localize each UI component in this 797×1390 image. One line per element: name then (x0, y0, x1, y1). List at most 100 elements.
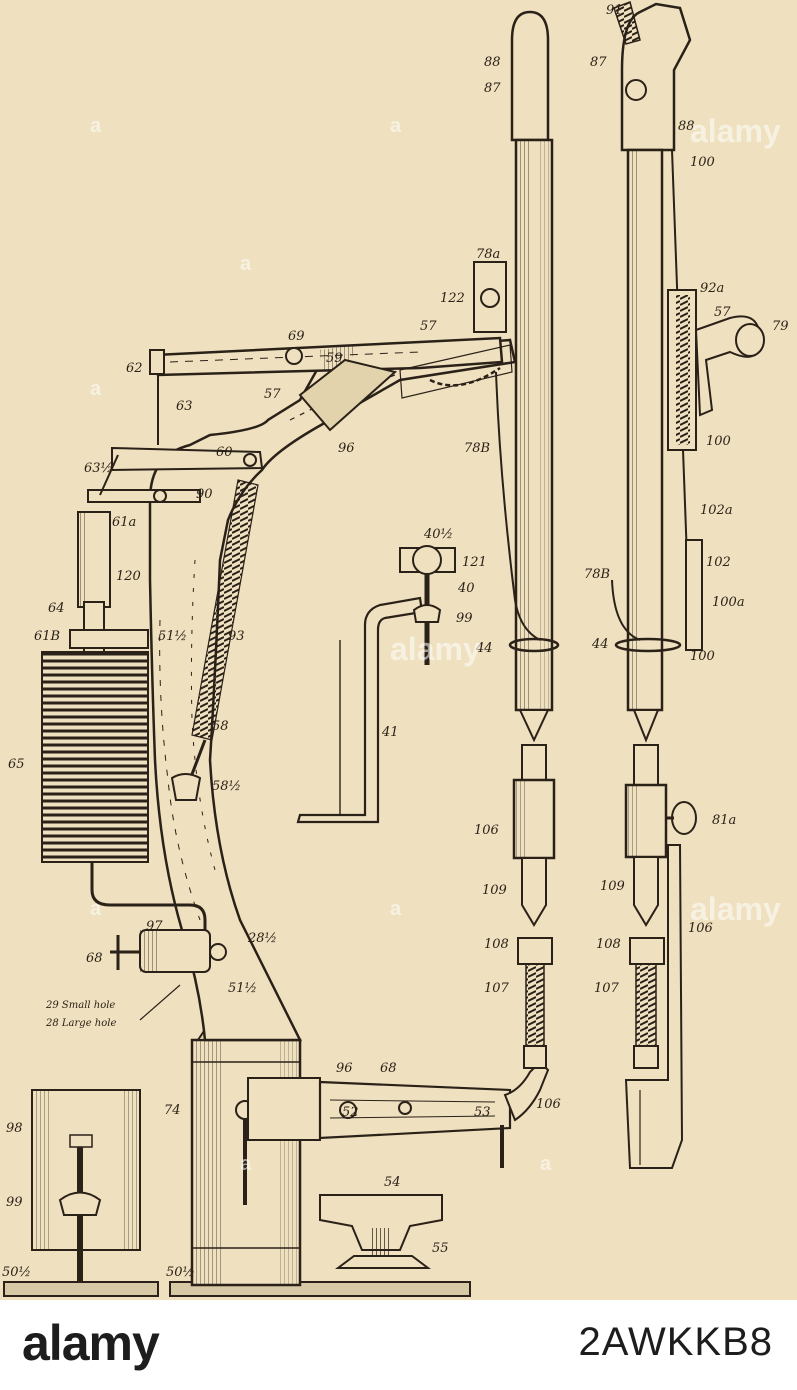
brand-logo: alamy (22, 1315, 160, 1371)
label-93: 93 (228, 629, 245, 644)
label-96: 96 (338, 441, 355, 456)
watermark-alamy-2: alamy (390, 631, 481, 667)
label-87-right: 87 (590, 55, 607, 70)
label-52: 52 (342, 1105, 359, 1120)
label-121: 121 (462, 555, 487, 570)
label-91: 91 (606, 3, 623, 18)
label-57: 57 (420, 319, 437, 334)
label-51h: 51½ (158, 629, 187, 644)
label-87: 87 (484, 81, 501, 96)
detail-inset (3, 1089, 159, 1297)
label-62: 62 (126, 361, 143, 376)
label-99: 99 (456, 611, 473, 626)
link-63 (87, 446, 264, 503)
label-28h: 28½ (247, 931, 277, 946)
label-88-right: 88 (678, 119, 695, 134)
spring-93 (170, 479, 259, 801)
label-44-right: 44 (591, 637, 609, 652)
label-63h: 63½ (84, 461, 113, 476)
engraving-plate: 91 87 88 100 92a 57 79 100 102a 102 100a… (0, 0, 797, 1300)
column-base (169, 1020, 471, 1297)
label-28-large-hole: 28 Large hole (45, 1018, 116, 1029)
label-68b: 68 (380, 1061, 397, 1076)
label-78b-right: 78B (584, 567, 610, 582)
label-64: 64 (48, 601, 65, 616)
label-40h: 40½ (423, 527, 453, 542)
label-57b: 57 (264, 387, 281, 402)
label-106-right: 106 (688, 921, 713, 936)
watermark-a-2: a (390, 115, 402, 137)
label-50h-right: 50½ (166, 1265, 195, 1280)
label-61b: 61B (34, 629, 60, 644)
label-100-top: 100 (690, 155, 715, 170)
label-107: 107 (484, 981, 510, 996)
watermark-a-4: a (240, 253, 252, 275)
label-78b: 78B (464, 441, 490, 456)
label-55: 55 (432, 1241, 449, 1256)
watermark-alamy-3: alamy (690, 891, 781, 927)
machine-drawing: 91 87 88 100 92a 57 79 100 102a 102 100a… (2, 1, 789, 1297)
label-96b: 96 (336, 1061, 353, 1076)
label-65: 65 (8, 757, 25, 772)
label-106b: 106 (536, 1097, 561, 1112)
label-107-right: 107 (594, 981, 620, 996)
label-58h: 58½ (212, 779, 241, 794)
label-81a: 81a (712, 813, 736, 828)
watermark-a-6: a (90, 898, 102, 920)
label-69: 69 (288, 329, 305, 344)
stock-footer: alamy 2AWKKB8 (0, 1300, 797, 1390)
label-60: 60 (216, 445, 233, 460)
label-100a: 100a (712, 595, 745, 610)
label-102: 102 (706, 555, 731, 570)
label-109-right: 109 (600, 879, 625, 894)
label-106: 106 (474, 823, 499, 838)
anvil-54 (319, 1194, 443, 1269)
label-74: 74 (164, 1103, 181, 1118)
watermark-a-1: a (90, 115, 102, 137)
label-63: 63 (176, 399, 193, 414)
label-108-right: 108 (596, 937, 621, 952)
watermark-alamy-1: alamy (690, 113, 781, 149)
label-108: 108 (484, 937, 509, 952)
watermark-a-8: a (540, 1153, 552, 1175)
label-99b: 99 (6, 1195, 23, 1210)
watermark-a-5: a (390, 898, 402, 920)
valve-97 (110, 929, 227, 1021)
rod-front-view (611, 1, 765, 1169)
label-98: 98 (6, 1121, 23, 1136)
part-labels: 91 87 88 100 92a 57 79 100 102a 102 100a… (2, 3, 789, 1280)
label-68: 68 (86, 951, 103, 966)
label-97: 97 (146, 919, 163, 934)
label-57-right: 57 (714, 305, 731, 320)
label-44: 44 (475, 641, 493, 656)
weight-assembly (41, 511, 207, 940)
label-29-small-hole: 29 Small hole (45, 1000, 115, 1011)
label-54: 54 (384, 1175, 401, 1190)
label-92a: 92a (700, 281, 724, 296)
image-id: 2AWKKB8 (578, 1320, 773, 1364)
label-58: 58 (212, 719, 229, 734)
label-120: 120 (116, 569, 141, 584)
bracket-41 (296, 545, 456, 824)
label-41: 41 (381, 725, 399, 740)
label-102a: 102a (700, 503, 733, 518)
label-78a: 78a (476, 247, 500, 262)
label-79: 79 (772, 319, 789, 334)
label-122: 122 (440, 291, 465, 306)
label-59: 59 (326, 351, 343, 366)
label-51hb: 51½ (228, 981, 257, 996)
label-53: 53 (474, 1105, 491, 1120)
watermarks: a a alamy a a alamy alamy a a a a (90, 113, 781, 1175)
label-88: 88 (484, 55, 501, 70)
watermark-a-3: a (90, 378, 102, 400)
label-50h-left: 50½ (2, 1265, 31, 1280)
rod-side-view (473, 10, 560, 1069)
label-109: 109 (482, 883, 507, 898)
watermark-a-7: a (240, 1153, 252, 1175)
label-100-low: 100 (690, 649, 715, 664)
label-61a: 61a (112, 515, 136, 530)
label-40: 40 (457, 581, 475, 596)
label-100-mid: 100 (706, 434, 731, 449)
label-90: 90 (196, 487, 213, 502)
lower-arm (247, 1060, 550, 1168)
